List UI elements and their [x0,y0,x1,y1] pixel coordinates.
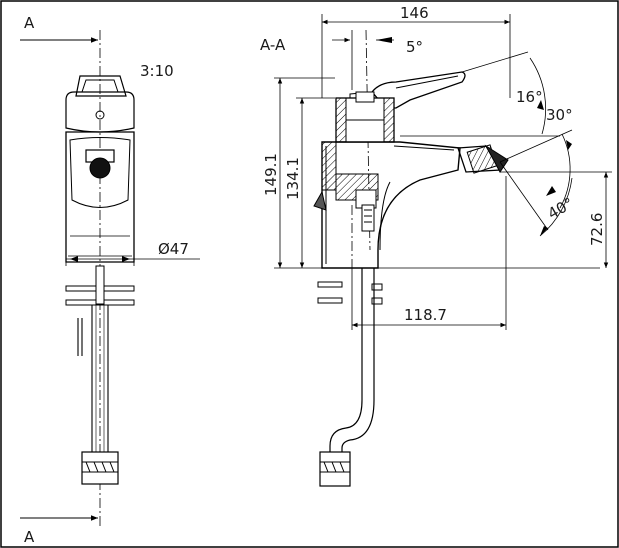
dim-height-total: 149.1 [262,153,280,196]
dim-height-body: 134.1 [284,157,302,200]
section-body [321,141,461,269]
dim-spout-height: 72.6 [588,213,606,246]
section-lever [371,71,466,109]
section-label-top: A [24,14,35,32]
front-view: Ø47 A A 3:10 [20,14,200,546]
angle-spout-b: 40° [545,194,577,223]
aerator-hatch [466,144,498,174]
front-aerator [89,157,111,179]
dim-diameter: Ø47 [158,240,189,258]
angle-lever-tilt: 5° [406,38,423,56]
supply-hose [329,268,363,452]
section-view: A-A 146 5° 149.1 134.1 72.6 118.7 [260,4,612,487]
section-label-bottom: A [24,528,35,546]
dim-width-total: 146 [400,4,429,22]
dim-reach: 118.7 [404,306,447,324]
scale-label: 3:10 [140,62,174,80]
front-lever [75,75,127,97]
angle-spout-a: 30° [546,106,573,124]
section-title: A-A [260,36,286,54]
angle-lever-up: 16° [516,88,543,106]
